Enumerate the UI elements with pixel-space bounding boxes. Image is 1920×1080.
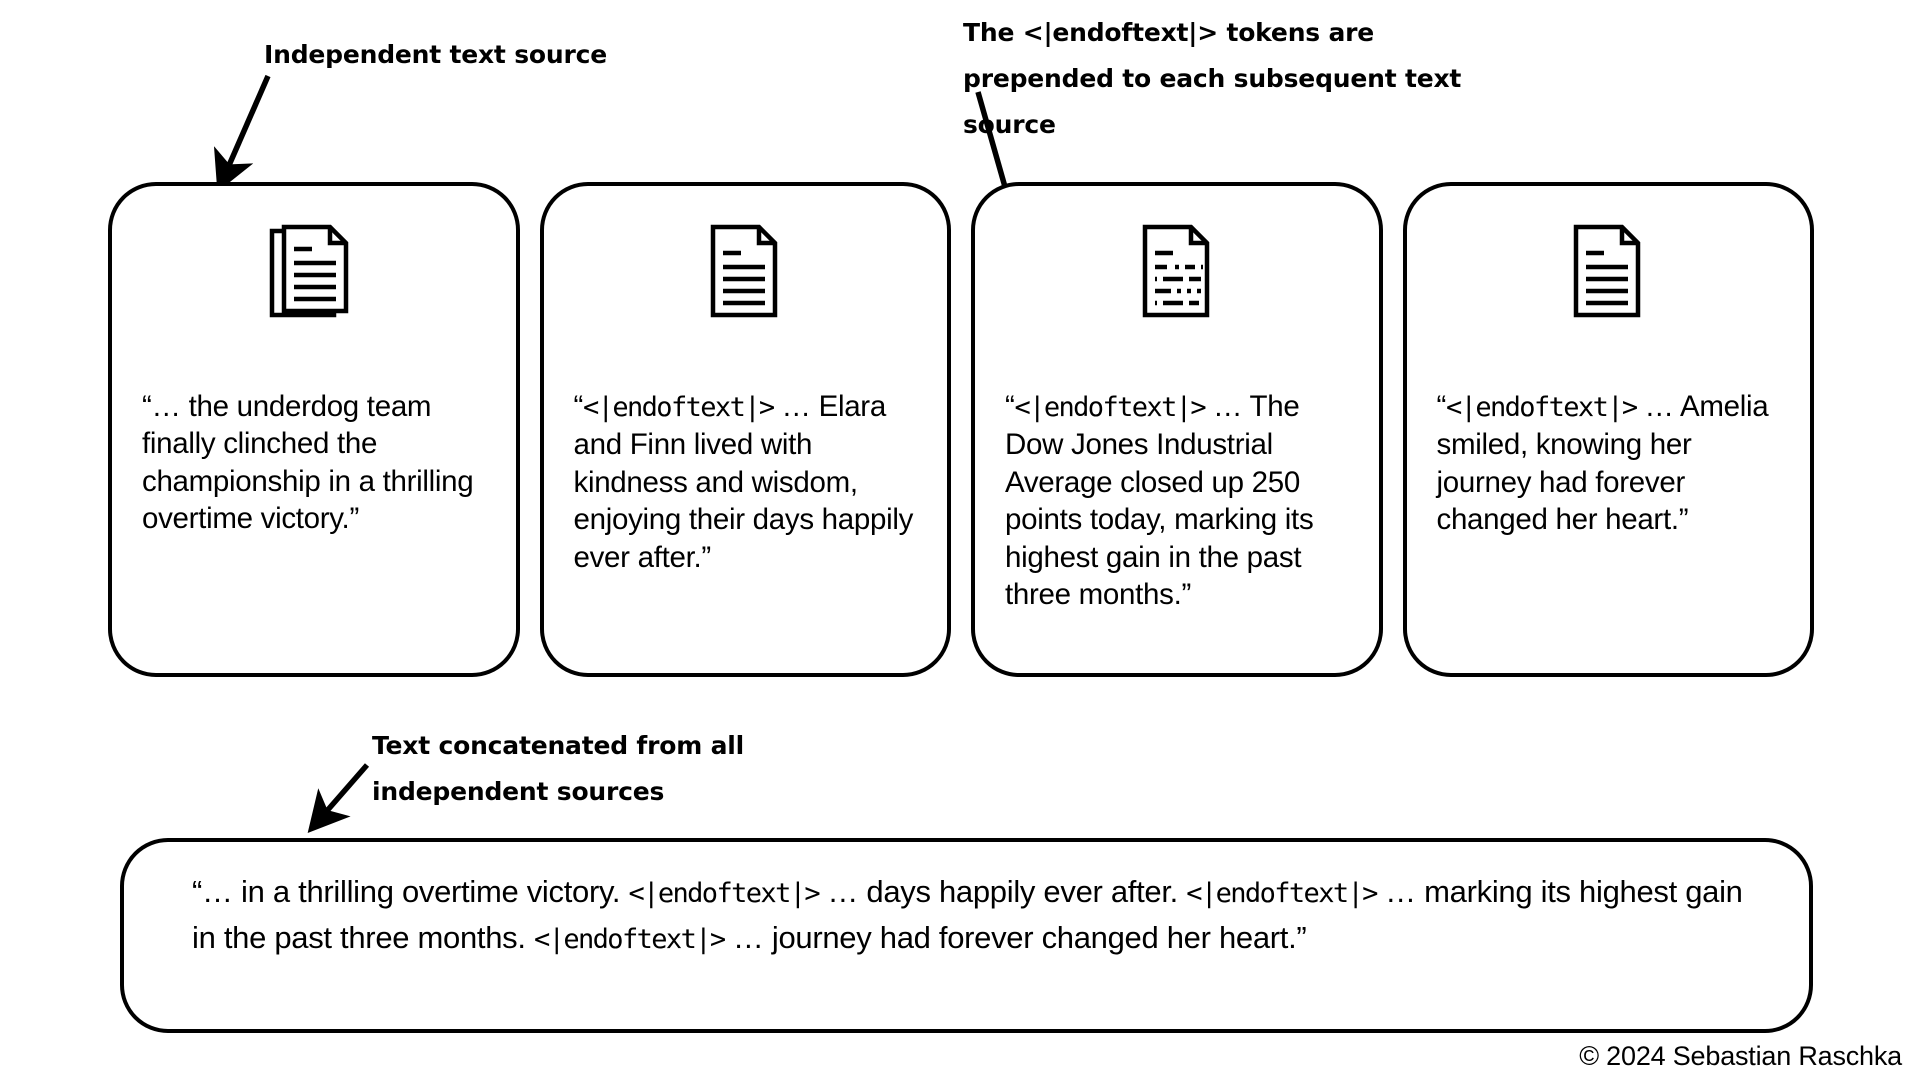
document-lines-icon <box>570 212 922 334</box>
ellipsis: … <box>151 389 189 423</box>
concatenated-text: “… in a thrilling overtime victory. <|en… <box>192 870 1763 962</box>
endoftext-token: <|endoftext|> <box>628 878 821 909</box>
annotation-independent-text-source: Independent text source <box>264 40 607 69</box>
stacked-documents-icon <box>138 212 490 334</box>
text-source-body: “<|endoftext|> … Elara and Finn lived wi… <box>570 350 922 576</box>
text-source-card-row: “… the underdog team finally clinched th… <box>108 182 1814 677</box>
document-dashed-lines-icon <box>1001 212 1353 334</box>
endoftext-token: <|endoftext|> <box>1446 391 1638 423</box>
source-sentence: The Dow Jones Industrial Average closed … <box>1005 389 1314 612</box>
text-source-body: “<|endoftext|> … Amelia smiled, knowing … <box>1433 350 1785 539</box>
source-sentence: the underdog team finally clinched the c… <box>142 389 474 536</box>
text-source-card: “<|endoftext|> … Elara and Finn lived wi… <box>539 182 951 677</box>
ellipsis: … <box>1636 389 1680 423</box>
ellipsis: … <box>773 389 819 423</box>
arrow-concatenated-note <box>307 763 370 833</box>
concatenated-segment-6: … journey had forever changed her heart.… <box>724 920 1307 955</box>
text-source-body: “<|endoftext|> … The Dow Jones Industria… <box>1001 350 1353 614</box>
text-source-card: “<|endoftext|> … The Dow Jones Industria… <box>971 182 1383 677</box>
concatenated-segment-0: “… in a thrilling overtime victory. <box>192 874 629 909</box>
open-quote: “ <box>142 389 152 423</box>
concatenated-segment-2: … days happily ever after. <box>819 874 1187 909</box>
open-quote: “ <box>573 389 584 423</box>
source-sentence: Amelia smiled, knowing her journey had f… <box>1436 389 1769 537</box>
text-source-body: “… the underdog team finally clinched th… <box>138 350 490 538</box>
endoftext-token: <|endoftext|> <box>534 924 726 955</box>
copyright-notice: © 2024 Sebastian Raschka <box>1579 1041 1902 1071</box>
open-quote: “ <box>1005 389 1015 423</box>
endoftext-token: <|endoftext|> <box>1014 391 1207 423</box>
annotation-text-concatenated: Text concatenated from all independent s… <box>372 731 744 806</box>
arrow-independent-source <box>213 74 271 193</box>
concatenated-text-box: “… in a thrilling overtime victory. <|en… <box>120 838 1813 1033</box>
endoftext-token: <|endoftext|> <box>1186 878 1378 909</box>
source-sentence: Elara and Finn lived with kindness and w… <box>573 389 914 574</box>
open-quote: “ <box>1436 389 1447 423</box>
text-source-card: “… the underdog team finally clinched th… <box>108 182 520 677</box>
annotation-endoftext-prepended: The <|endoftext|> tokens are prepended t… <box>963 18 1462 139</box>
endoftext-token: <|endoftext|> <box>583 391 775 423</box>
document-lines-icon <box>1433 212 1785 334</box>
text-source-card: “<|endoftext|> … Amelia smiled, knowing … <box>1402 182 1814 677</box>
ellipsis: … <box>1205 389 1250 423</box>
concatenated-segment-4: … marking its highest gain in the past t… <box>192 874 1743 955</box>
